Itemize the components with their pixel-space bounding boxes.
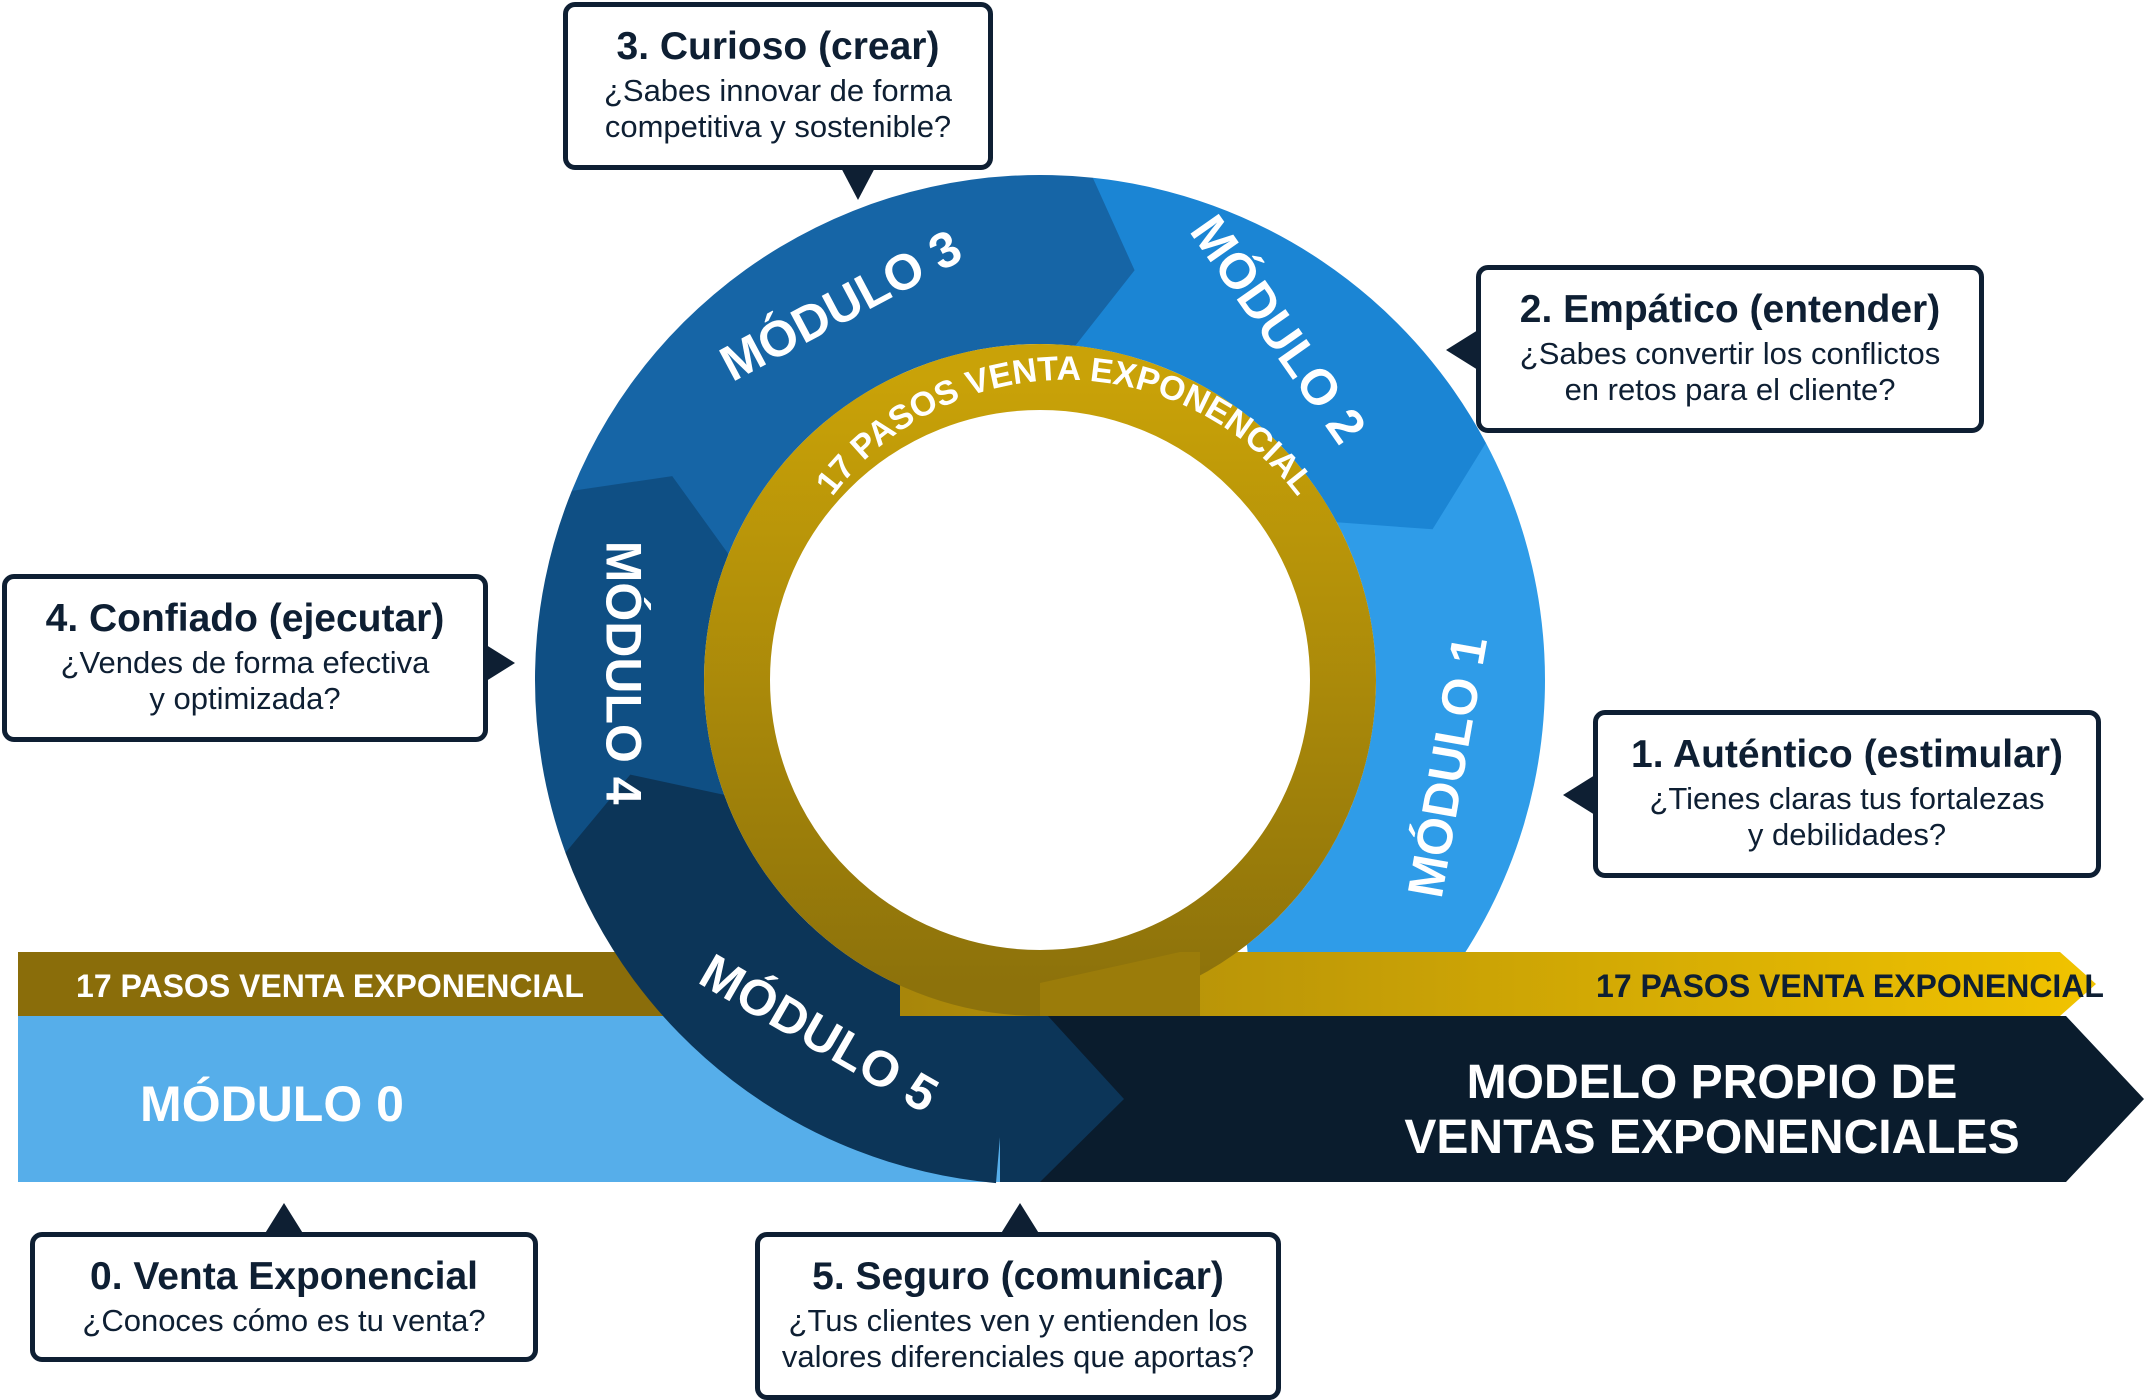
callout-2-pointer — [1446, 330, 1478, 370]
callout-2-question-line1: ¿Sabes convertir los conflictos — [1519, 336, 1941, 371]
callout-module-3: 3. Curioso (crear) ¿Sabes innovar de for… — [563, 2, 993, 170]
callout-1-title: 1. Auténtico (estimular) — [1631, 733, 2063, 776]
callout-module-1: 1. Auténtico (estimular) ¿Tienes claras … — [1593, 710, 2101, 878]
callout-0-pointer — [264, 1203, 304, 1235]
callout-5-pointer — [1000, 1203, 1040, 1235]
callout-module-5: 5. Seguro (comunicar) ¿Tus clientes ven … — [755, 1232, 1281, 1400]
callout-5-title: 5. Seguro (comunicar) — [812, 1255, 1224, 1298]
inner-gold-ring — [704, 344, 1376, 1016]
module-4-label: MÓDULO 4 — [595, 541, 651, 805]
callout-2-question-line2: en retos para el cliente? — [1564, 372, 1896, 407]
module-2-segment — [1075, 177, 1486, 530]
callout-5-question-line1: ¿Tus clientes ven y entienden los — [788, 1303, 1248, 1338]
module-5-segment — [565, 774, 1011, 1184]
module-1-segment — [1246, 442, 1546, 1078]
band-right-label: 17 PASOS VENTA EXPONENCIAL — [1596, 968, 2104, 1004]
module-3-segment — [571, 175, 1135, 555]
callout-1-question-line2: y debilidades? — [1747, 817, 1947, 852]
callout-4-pointer — [483, 643, 515, 683]
callout-module-0: 0. Venta Exponencial ¿Conoces cómo es tu… — [30, 1232, 538, 1362]
callout-3-pointer — [838, 162, 878, 200]
callout-5-question-line2: valores diferenciales que aportas? — [781, 1339, 1255, 1374]
callout-4-question-line1: ¿Vendes de forma efectiva — [60, 645, 430, 680]
band-left-label: 17 PASOS VENTA EXPONENCIAL — [76, 968, 584, 1004]
callout-3-title: 3. Curioso (crear) — [616, 25, 940, 68]
callout-1-question-line1: ¿Tienes claras tus fortalezas — [1649, 781, 2045, 816]
callout-2-title: 2. Empático (entender) — [1519, 288, 1941, 331]
model-band-arrow — [1040, 1016, 2144, 1182]
callout-1-pointer — [1563, 775, 1595, 815]
callout-module-4: 4. Confiado (ejecutar) ¿Vendes de forma … — [2, 574, 488, 742]
callout-3-question-line1: ¿Sabes innovar de forma — [603, 73, 953, 108]
model-title-line1: MODELO PROPIO DE — [1467, 1056, 1958, 1109]
model-title-line2: VENTAS EXPONENCIALES — [1404, 1111, 2019, 1164]
callout-3-question-line2: competitiva y sostenible? — [604, 109, 952, 144]
module-0-label: MÓDULO 0 — [140, 1076, 404, 1132]
module-4-segment — [535, 476, 729, 853]
callout-0-title: 0. Venta Exponencial — [90, 1255, 478, 1298]
callout-4-question-line2: y optimizada? — [149, 681, 341, 716]
callout-module-2: 2. Empático (entender) ¿Sabes convertir … — [1476, 265, 1984, 433]
module-5-arrow-head — [1000, 1016, 1124, 1182]
band-gold-left — [18, 952, 698, 1016]
ring-band-connector — [1040, 952, 1200, 1016]
callout-0-question: ¿Conoces cómo es tu venta? — [82, 1303, 486, 1338]
callout-4-title: 4. Confiado (ejecutar) — [45, 597, 445, 640]
